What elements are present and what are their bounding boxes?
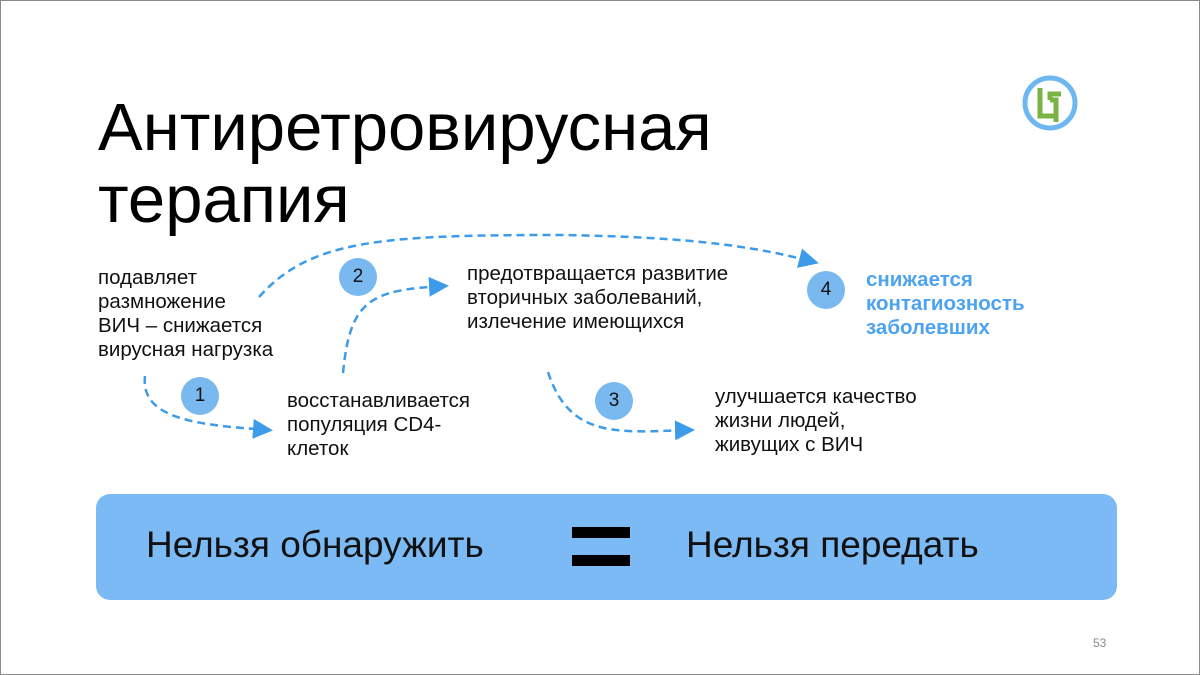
arrow-3 [546,371,695,441]
text-restore: восстанавливается популяция CD4- клеток [287,389,470,461]
text-quality: улучшается качество жизни людей, живущих… [715,385,917,457]
text-suppress: подавляет размножение ВИЧ – снижается ви… [98,266,273,362]
title-line: терапия [98,162,350,237]
step-badge-2: 2 [339,258,377,296]
arrow-1 [143,375,273,439]
arrow-2 [341,276,449,374]
text-line: восстанавливается [287,389,470,412]
banner-left-text: Нельзя обнаружить [146,524,484,565]
page-number: 53 [1093,636,1107,650]
text-line: размножение [98,290,226,313]
logo-icon [1022,75,1078,131]
text-line: клеток [287,437,349,460]
banner-right-text: Нельзя передать [686,524,979,565]
text-line: ВИЧ – снижается [98,314,263,337]
equals-icon [572,527,630,583]
text-line: излечение имеющихся [467,310,685,333]
text-line: живущих с ВИЧ [715,433,864,456]
text-line: снижается [866,268,973,291]
text-line: жизни людей, [715,409,846,432]
title-line: Антиретровирусная [98,90,712,165]
arrow-main [258,233,819,298]
text-line: подавляет [98,266,198,289]
text-line: улучшается качество [715,385,917,408]
text-line: предотвращается развитие [467,262,729,285]
summary-banner: Нельзя обнаружить Нельзя передать [96,494,1117,600]
step-badge-4: 4 [807,271,845,309]
text-prevent: предотвращается развитие вторичных забол… [467,262,728,334]
text-contagion: снижается контагиозность заболевших [866,268,1025,340]
text-line: заболевших [866,316,990,339]
slide-title: Антиретровирусная терапия [98,92,712,236]
text-line: контагиозность [866,292,1025,315]
text-line: вирусная нагрузка [98,338,274,361]
step-badge-3: 3 [595,382,633,420]
text-line: вторичных заболеваний, [467,286,703,309]
step-badge-1: 1 [181,377,219,415]
text-line: популяция CD4- [287,413,442,436]
